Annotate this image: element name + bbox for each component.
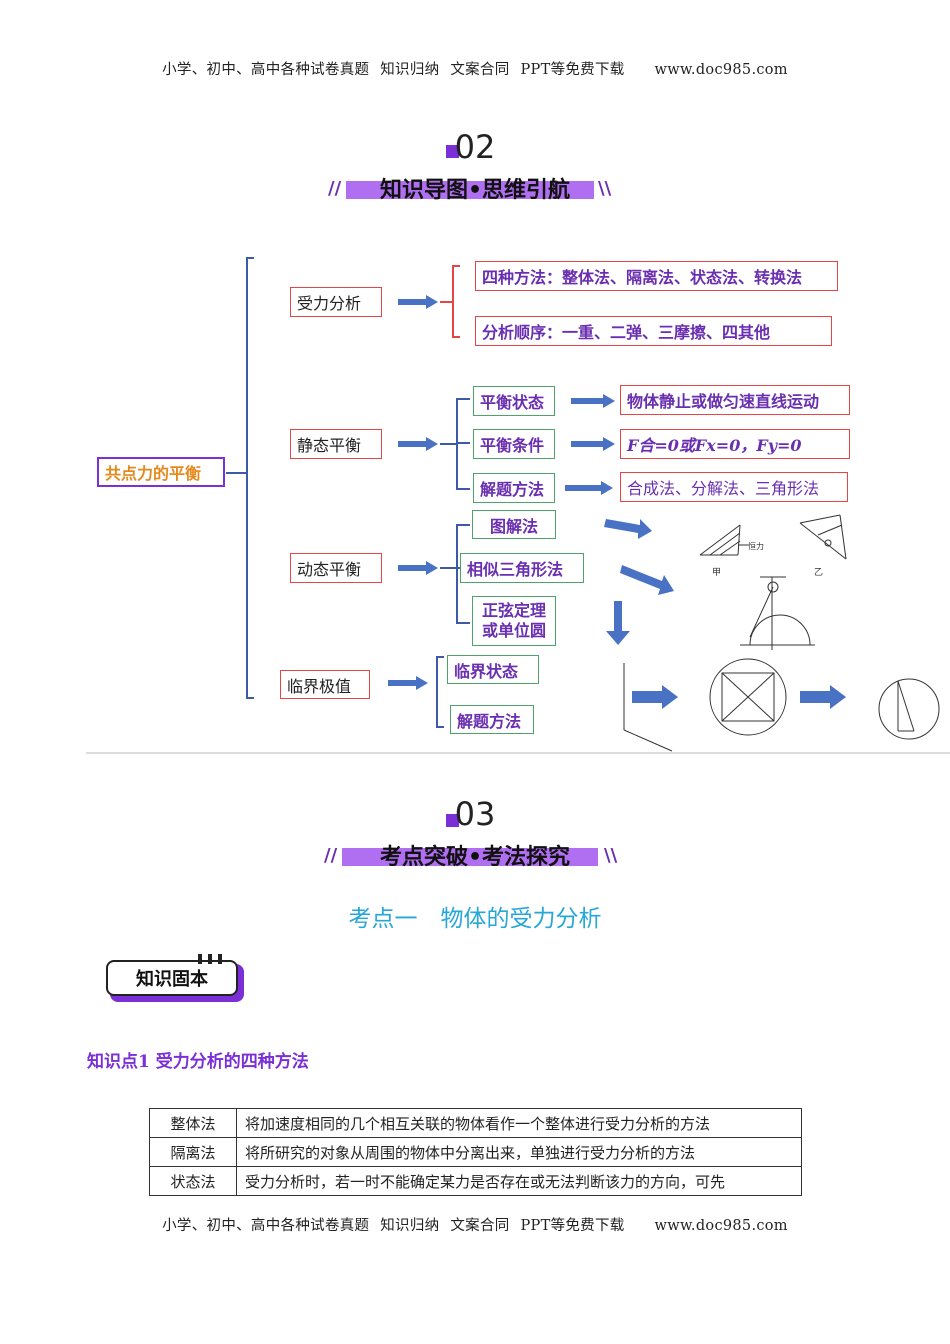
table-cell-name: 整体法: [149, 1108, 237, 1138]
table-cell-desc: 将加速度相同的几个相互关联的物体看作一个整体进行受力分析的方法: [236, 1108, 802, 1138]
branch-shouli: 受力分析: [290, 287, 382, 317]
table-cell-name: 状态法: [149, 1166, 237, 1196]
knowledge-point-title: 知识点1 受力分析的四种方法: [87, 1052, 309, 1072]
title-band: [346, 181, 594, 199]
root-node: 共点力的平衡: [97, 457, 225, 487]
header-item: PPT等免费下载: [520, 62, 625, 78]
node-sine-line1: 正弦定理: [481, 601, 546, 620]
branch-dynamic: 动态平衡: [290, 553, 382, 583]
footer-item: PPT等免费下载: [520, 1218, 625, 1234]
label-yi: 乙: [814, 567, 823, 578]
deco-slash-left: //: [328, 178, 342, 199]
physics-diagrams-figure: 甲 乙 恒力: [604, 514, 940, 752]
arrow-icon: [571, 437, 615, 451]
arrow-icon: [398, 295, 438, 309]
knowledge-badge: 知识固本: [106, 954, 246, 1004]
node-analysis-order: 分析顺序：一重、二弹、三摩擦、四其他: [475, 316, 832, 346]
section-number: 02: [454, 128, 496, 166]
arrow-icon: [604, 519, 652, 539]
table-cell-desc: 将所研究的对象从周围的物体中分离出来，单独进行受力分析的方法: [236, 1137, 802, 1167]
node-balance-state: 平衡状态: [473, 386, 555, 416]
node-solve-method: 解题方法: [473, 473, 555, 503]
node-four-methods: 四种方法：整体法、隔离法、状态法、转换法: [475, 261, 838, 291]
section-title: 知识导图•思维引航: [379, 178, 571, 203]
arrow-icon: [606, 601, 630, 645]
arrow-icon: [398, 437, 438, 451]
table-cell-name: 隔离法: [149, 1137, 237, 1167]
header-item: 文案合同: [450, 62, 510, 78]
label-jia: 甲: [712, 567, 721, 578]
footer-url[interactable]: www.doc985.com: [654, 1218, 788, 1234]
section-number: 03: [454, 795, 496, 833]
page-footer: 小学、初中、高中各种试卷真题 知识归纳 文案合同 PPT等免费下载 www.do…: [0, 1214, 950, 1235]
arrow-icon: [620, 565, 674, 595]
kaodian-title: 考点一 物体的受力分析: [348, 906, 602, 932]
branch-static: 静态平衡: [290, 429, 382, 459]
node-balance-condition: 平衡条件: [473, 429, 555, 459]
deco-slash-right: \\: [604, 845, 618, 866]
node-sine-line2: 或单位圆: [481, 621, 546, 640]
arrow-icon: [571, 394, 615, 408]
deco-slash-right: \\: [598, 178, 612, 199]
branch-critical: 临界极值: [280, 670, 370, 699]
node-critical-state: 临界状态: [447, 655, 539, 684]
node-condition-result: F合=0或Fx=0，Fy=0: [620, 429, 850, 459]
node-graphic-method: 图解法: [472, 510, 556, 539]
header-url[interactable]: www.doc985.com: [654, 62, 788, 78]
section-number-marker: [446, 814, 459, 827]
table-row: 整体法 将加速度相同的几个相互关联的物体看作一个整体进行受力分析的方法: [149, 1108, 802, 1138]
footer-item: 知识归纳: [380, 1218, 440, 1234]
node-critical-method: 解题方法: [450, 705, 534, 734]
footer-item: 文案合同: [450, 1218, 510, 1234]
arrow-icon: [800, 685, 846, 709]
deco-slash-left: //: [324, 845, 338, 866]
title-band: [342, 848, 598, 866]
header-item: 小学、初中、高中各种试卷真题: [162, 62, 370, 78]
arrow-icon: [565, 481, 613, 495]
node-state-result: 物体静止或做匀速直线运动: [620, 385, 850, 415]
arrow-icon: [398, 561, 438, 575]
table-row: 隔离法 将所研究的对象从周围的物体中分离出来，单独进行受力分析的方法: [149, 1137, 802, 1167]
page-header: 小学、初中、高中各种试卷真题 知识归纳 文案合同 PPT等免费下载 www.do…: [0, 58, 950, 79]
table-row: 状态法 受力分析时，若一时不能确定某力是否存在或无法判断该力的方向，可先: [149, 1166, 802, 1196]
arrow-icon: [632, 685, 678, 709]
section-title: 考点突破•考法探究: [379, 845, 571, 870]
node-sine-theorem: 正弦定理 或单位圆: [472, 596, 556, 646]
node-method-result: 合成法、分解法、三角形法: [620, 472, 848, 502]
node-similar-triangle: 相似三角形法: [460, 553, 584, 583]
label-hengli: 恒力: [748, 541, 764, 551]
methods-table: 整体法 将加速度相同的几个相互关联的物体看作一个整体进行受力分析的方法 隔离法 …: [149, 1108, 802, 1196]
arrow-icon: [388, 676, 428, 690]
badge-label: 知识固本: [136, 969, 208, 990]
section-number-marker: [446, 145, 459, 158]
header-item: 知识归纳: [380, 62, 440, 78]
footer-item: 小学、初中、高中各种试卷真题: [162, 1218, 370, 1234]
divider: [86, 752, 950, 754]
table-cell-desc: 受力分析时，若一时不能确定某力是否存在或无法判断该力的方向，可先: [236, 1166, 802, 1196]
